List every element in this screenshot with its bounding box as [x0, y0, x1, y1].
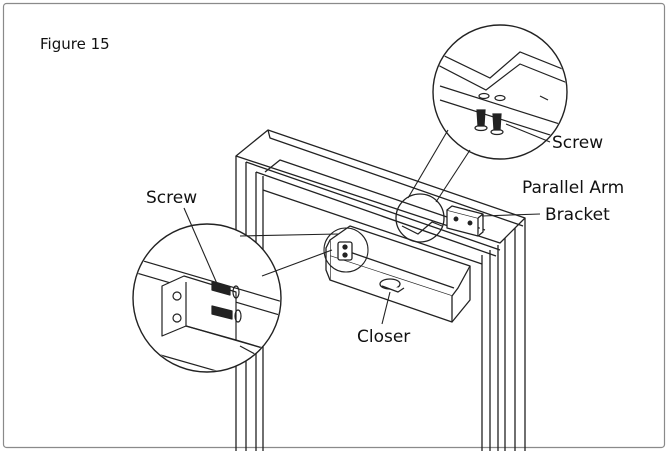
screw-detail-magnifier-right [432, 24, 568, 160]
label-screw-left: Screw [146, 188, 197, 208]
label-closer: Closer [357, 327, 410, 347]
label-screw-right: Screw [552, 133, 603, 153]
screw-detail-magnifier-left [132, 223, 282, 373]
leader-screw-right [505, 123, 551, 143]
leader-closer [381, 291, 391, 325]
screw-icon [474, 109, 488, 132]
leader-screw-left [183, 207, 219, 287]
callout-lines-right [407, 129, 471, 203]
parallel-arm-bracket [446, 205, 484, 237]
leader-bracket [481, 213, 541, 217]
screw-icon [211, 281, 231, 296]
screw-icon [490, 113, 504, 136]
label-bracket: Bracket [545, 205, 610, 225]
closer-body [325, 225, 471, 323]
label-parallel-arm: Parallel Arm [522, 178, 624, 198]
figure-title: Figure 15 [40, 35, 110, 53]
callout-lines-left [239, 227, 369, 277]
screw-icon [211, 305, 233, 320]
bracket-detail-circle [395, 193, 445, 243]
